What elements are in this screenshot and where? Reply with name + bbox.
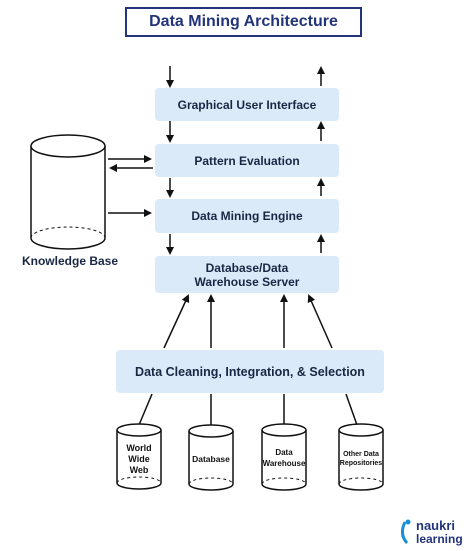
layer-gui: Graphical User Interface xyxy=(155,88,339,121)
logo-text-top: naukri xyxy=(416,518,456,533)
source-cylinder-other xyxy=(338,423,384,491)
line-web-clean xyxy=(138,393,153,426)
source-label-warehouse: Data Warehouse xyxy=(262,448,306,468)
layer-mining-engine: Data Mining Engine xyxy=(155,199,339,233)
naukri-logo-mark xyxy=(400,519,411,544)
logo-text-bottom: learning xyxy=(416,532,463,546)
source-cylinder-warehouse xyxy=(261,423,307,491)
naukri-learning-logo: naukri learning xyxy=(400,518,470,546)
knowledge-base-cylinder xyxy=(30,134,106,250)
layer-cleaning: Data Cleaning, Integration, & Selection xyxy=(116,350,384,393)
line-other-clean xyxy=(345,393,358,426)
layer-db-server: Database/Data Warehouse Server xyxy=(155,256,339,293)
arrow-clean-server-4 xyxy=(307,294,333,349)
source-label-database: Database xyxy=(192,453,230,464)
source-cylinder-web xyxy=(116,423,162,490)
arrow-clean-server-1 xyxy=(163,294,190,349)
layer-pattern-evaluation: Pattern Evaluation xyxy=(155,144,339,177)
source-label-web: World Wide Web xyxy=(126,442,152,475)
diagram-title: Data Mining Architecture xyxy=(125,7,362,37)
knowledge-base-label: Knowledge Base xyxy=(21,254,119,268)
source-cylinder-database xyxy=(188,424,234,491)
source-label-other: Other Data Repositories xyxy=(339,451,383,467)
